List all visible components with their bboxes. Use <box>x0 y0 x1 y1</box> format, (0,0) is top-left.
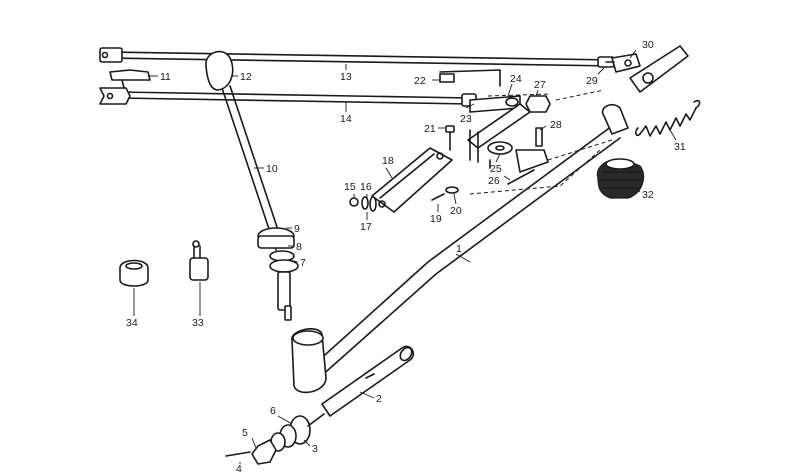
callout-3: 3 <box>312 443 318 455</box>
callout-32: 32 <box>642 189 654 201</box>
callout-30: 30 <box>642 39 654 51</box>
clevis-30 <box>605 53 641 73</box>
callout-9: 9 <box>294 223 300 235</box>
callout-11: 11 <box>160 71 171 83</box>
callout-1: 1 <box>456 243 462 255</box>
callout-12: 12 <box>240 71 252 83</box>
switch-33 <box>189 240 209 281</box>
tube-2 <box>321 345 415 417</box>
callout-23: 23 <box>460 113 472 125</box>
callout-14: 14 <box>340 113 352 125</box>
assembly-lines <box>469 89 613 195</box>
lever-base-9 <box>257 227 299 321</box>
bracket-22-24 <box>439 69 531 163</box>
rod-14 <box>99 87 477 107</box>
callout-7: 7 <box>300 257 306 269</box>
gear-lever-10 <box>205 50 285 251</box>
pin-19 <box>431 186 459 201</box>
callout-25: 25 <box>490 163 502 175</box>
callout-8: 8 <box>296 241 302 253</box>
callout-24: 24 <box>510 73 522 85</box>
callout-4: 4 <box>236 463 242 473</box>
callout-17: 17 <box>360 221 372 233</box>
callout-19: 19 <box>430 213 442 225</box>
clip-11 <box>109 69 151 89</box>
end-fittings-3-6 <box>225 413 325 465</box>
callout-22: 22 <box>414 75 426 87</box>
callout-numbers: 1 2 3 4 5 6 7 8 9 10 11 12 13 14 15 16 1… <box>126 39 686 473</box>
callout-33: 33 <box>192 317 204 329</box>
rod-13 <box>99 47 616 68</box>
callout-10: 10 <box>266 163 278 175</box>
nut-27 <box>525 95 551 113</box>
plug-34 <box>119 259 149 287</box>
bracket-25-28 <box>487 127 549 185</box>
callout-34: 34 <box>126 317 138 329</box>
callout-18: 18 <box>382 155 394 167</box>
leader-lines <box>133 49 677 464</box>
callout-21: 21 <box>424 123 436 135</box>
spring-31 <box>635 99 701 137</box>
callout-13: 13 <box>340 71 352 83</box>
callout-28: 28 <box>550 119 562 131</box>
bolt-21 <box>445 125 455 151</box>
callout-5: 5 <box>242 427 248 439</box>
callout-20: 20 <box>450 205 462 217</box>
fasteners-15-17 <box>349 196 377 212</box>
callout-26: 26 <box>488 175 500 187</box>
boot-32 <box>596 158 645 199</box>
callout-15: 15 <box>344 181 356 193</box>
selector-bar-1 <box>291 45 689 394</box>
callout-6: 6 <box>270 405 276 417</box>
callout-29: 29 <box>586 75 598 87</box>
callout-27: 27 <box>534 79 546 91</box>
bracket-18 <box>371 147 453 213</box>
callout-31: 31 <box>674 141 686 153</box>
callout-2: 2 <box>376 393 382 405</box>
callout-16: 16 <box>360 181 372 193</box>
